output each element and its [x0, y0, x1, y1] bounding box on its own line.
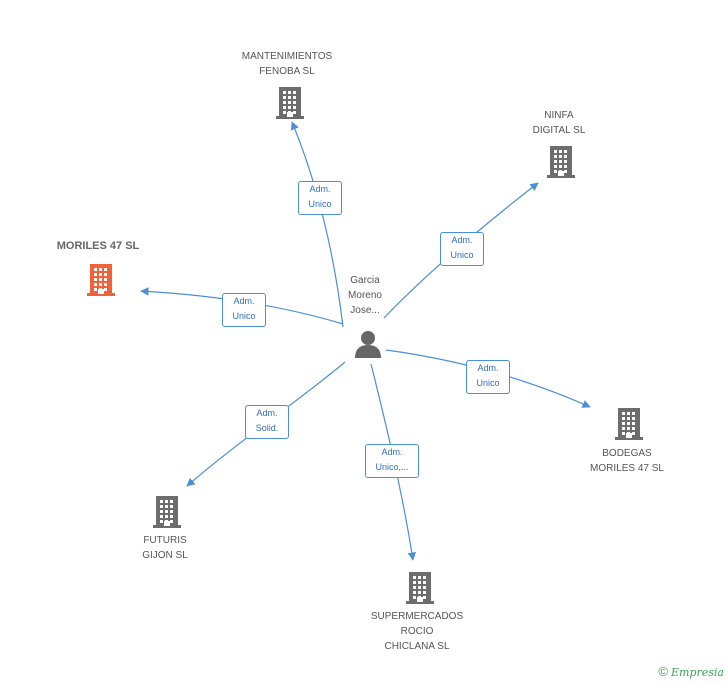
relation-label-line: Adm. [381, 447, 403, 457]
company-label-supermercados[interactable]: SUPERMERCADOS ROCIO CHICLANA SL [362, 609, 472, 654]
building-icon[interactable] [86, 262, 116, 296]
company-label-line: NINFA [544, 110, 574, 121]
relation-label[interactable]: Adm. Solid. [245, 405, 289, 439]
relation-label-line: Unico [308, 199, 332, 209]
company-label-moriles[interactable]: MORILES 47 SL [48, 239, 148, 254]
company-label-line: MANTENIMIENTOS [241, 51, 333, 62]
relation-label-line: Adm. [451, 235, 473, 245]
relation-edge [290, 121, 344, 328]
relation-label-line: Adm. [309, 184, 331, 194]
company-label-bodegas[interactable]: BODEGAS MORILES 47 SL [582, 446, 672, 476]
company-label-line: FUTURIS [143, 535, 187, 546]
building-icon[interactable] [546, 144, 576, 178]
company-label-line: GIJON SL [142, 550, 188, 561]
relation-label[interactable]: Adm. Unico [298, 181, 342, 215]
company-label-line: CHICLANA SL [384, 641, 450, 652]
building-icon[interactable] [614, 406, 644, 440]
company-label-mantenimientos[interactable]: MANTENIMIENTOS FENOBA SL [232, 49, 342, 79]
person-name[interactable]: Garcia Moreno Jose... [330, 273, 400, 318]
building-icon[interactable] [405, 570, 435, 604]
person-name-line: Moreno [348, 290, 382, 301]
relation-label[interactable]: Adm. Unico [222, 293, 266, 327]
brand-logo-text: Empresia [671, 666, 724, 679]
company-label-futuris[interactable]: FUTURIS GIJON SL [128, 533, 202, 563]
relation-label[interactable]: Adm. Unico [466, 360, 510, 394]
building-icon[interactable] [275, 85, 305, 119]
company-label-line: ROCIO [400, 626, 434, 637]
relation-label-line: Unico [476, 378, 500, 388]
company-label-line: FENOBA SL [259, 66, 315, 77]
company-label-line: MORILES 47 SL [590, 463, 664, 474]
relation-label-line: Adm. [477, 363, 499, 373]
relation-label-line: Unico [232, 311, 256, 321]
relation-label-line: Unico [450, 250, 474, 260]
building-icon[interactable] [152, 494, 182, 528]
company-label-line: DIGITAL SL [532, 125, 586, 136]
relation-label-line: Solid. [255, 423, 279, 433]
copyright-symbol: © [658, 664, 668, 679]
relation-label[interactable]: Adm. Unico [440, 232, 484, 266]
relation-label-line: Adm. [256, 408, 278, 418]
footer-brand: ©Empresia [658, 664, 724, 679]
company-label-line: MORILES 47 SL [56, 240, 140, 252]
person-name-line: Garcia [350, 275, 380, 286]
company-label-line: BODEGAS [602, 448, 652, 459]
person-name-line: Jose... [350, 305, 380, 316]
person-icon[interactable] [353, 329, 383, 359]
company-label-ninfa[interactable]: NINFA DIGITAL SL [519, 108, 599, 138]
relation-label-line: Unico,... [375, 462, 409, 472]
company-label-line: SUPERMERCADOS [370, 611, 464, 622]
relation-label[interactable]: Adm. Unico,... [365, 444, 419, 478]
relation-label-line: Adm. [233, 296, 255, 306]
